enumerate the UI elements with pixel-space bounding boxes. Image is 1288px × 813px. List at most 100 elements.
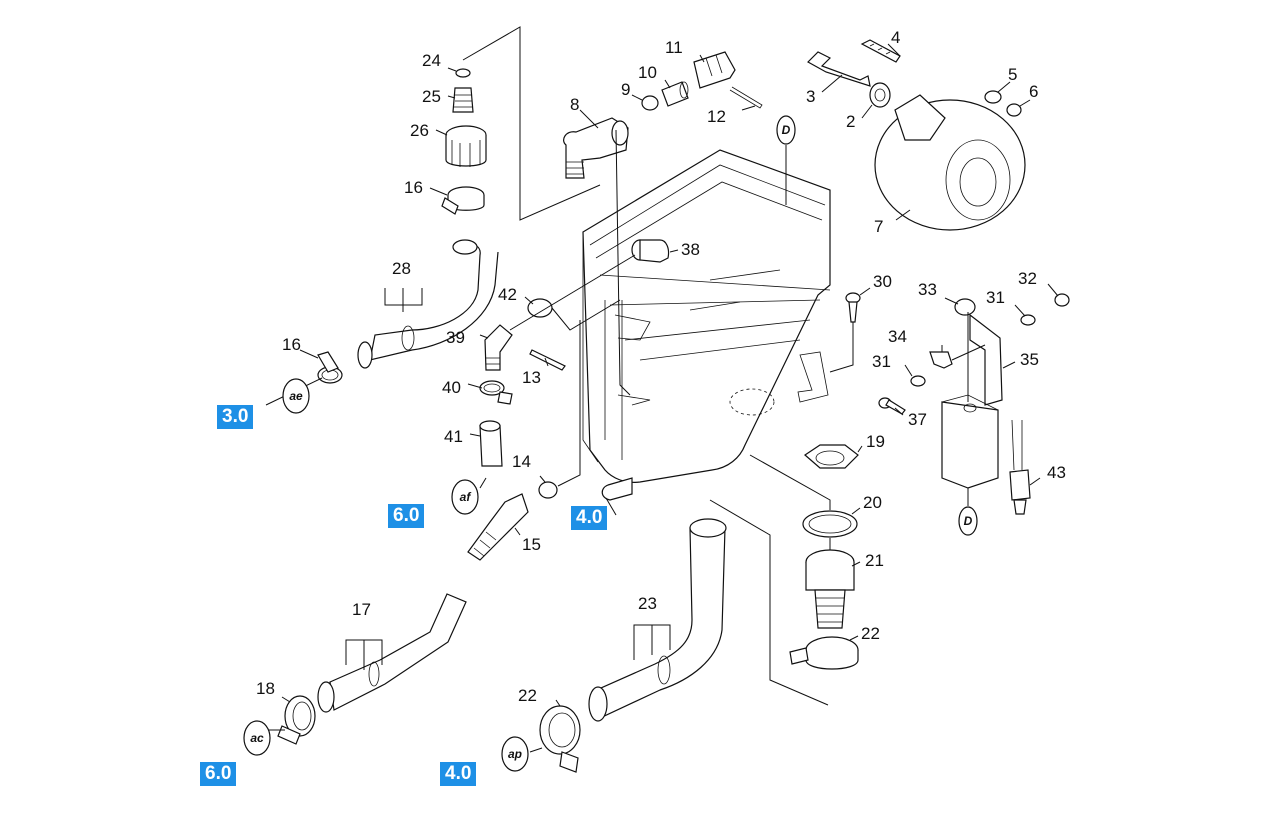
clip-34 bbox=[929, 351, 953, 369]
nut-6 bbox=[1006, 103, 1022, 117]
part-label-31-lower[interactable]: 31 bbox=[872, 352, 891, 371]
hose-28 bbox=[357, 239, 499, 369]
hose-41 bbox=[479, 420, 503, 467]
part-label-18[interactable]: 18 bbox=[256, 679, 275, 698]
callout-af: af bbox=[451, 479, 479, 515]
callout-ap: ap bbox=[501, 736, 529, 772]
part-label-10[interactable]: 10 bbox=[638, 63, 657, 82]
callout-d-top: D bbox=[776, 115, 796, 145]
part-label-34[interactable]: 34 bbox=[888, 327, 907, 346]
washer-5 bbox=[984, 90, 1002, 104]
washer-31-top bbox=[1020, 314, 1036, 326]
elbow-8 bbox=[563, 117, 629, 179]
part-label-7[interactable]: 7 bbox=[874, 217, 883, 236]
page-ref-4-0-lower[interactable]: 4.0 bbox=[440, 762, 477, 786]
fitting-21 bbox=[805, 549, 855, 629]
part-label-11[interactable]: 11 bbox=[665, 38, 683, 57]
part-label-12[interactable]: 12 bbox=[707, 107, 726, 126]
part-label-24[interactable]: 24 bbox=[422, 51, 441, 70]
bracket-3 bbox=[807, 51, 871, 87]
part-label-40[interactable]: 40 bbox=[442, 378, 461, 397]
tank-body bbox=[582, 149, 831, 501]
page-ref-6-0-lower[interactable]: 6.0 bbox=[200, 762, 237, 786]
nut-32 bbox=[1054, 293, 1070, 307]
part-label-2[interactable]: 2 bbox=[846, 112, 855, 131]
hose-clamp-22-right bbox=[789, 636, 859, 670]
fitting-15 bbox=[467, 493, 529, 561]
part-label-31-top[interactable]: 31 bbox=[986, 288, 1005, 307]
pin-12 bbox=[729, 86, 763, 109]
part-label-43[interactable]: 43 bbox=[1047, 463, 1066, 482]
part-label-4[interactable]: 4 bbox=[891, 28, 900, 47]
part-label-42[interactable]: 42 bbox=[498, 285, 517, 304]
valve-11 bbox=[693, 51, 736, 89]
fitting-10 bbox=[661, 81, 689, 107]
part-label-37[interactable]: 37 bbox=[908, 410, 927, 429]
elbow-38 bbox=[631, 239, 670, 263]
part-number-labels: 24 25 26 16 28 16 8 9 10 11 12 4 3 2 5 6… bbox=[256, 28, 1066, 705]
callout-ac-text: ac bbox=[250, 731, 264, 745]
part-label-20[interactable]: 20 bbox=[863, 493, 882, 512]
part-label-41[interactable]: 41 bbox=[444, 427, 463, 446]
part-label-17[interactable]: 17 bbox=[352, 600, 371, 619]
sensor-43 bbox=[1009, 419, 1031, 515]
part-label-30[interactable]: 30 bbox=[873, 272, 892, 291]
bracket-35 bbox=[941, 313, 1003, 489]
hose-clamp-16-top bbox=[441, 186, 485, 215]
part-label-32[interactable]: 32 bbox=[1018, 269, 1037, 288]
nut-19 bbox=[804, 444, 859, 469]
callout-d-right: D bbox=[958, 506, 978, 536]
hose-clamp-22-lower bbox=[539, 705, 581, 773]
hose-clamp-40 bbox=[479, 380, 513, 405]
part-label-28[interactable]: 28 bbox=[392, 259, 411, 278]
part-label-23[interactable]: 23 bbox=[638, 594, 657, 613]
page-ref-3-0[interactable]: 3.0 bbox=[217, 405, 254, 429]
page-ref-6-0-upper[interactable]: 6.0 bbox=[388, 504, 425, 528]
part-label-26[interactable]: 26 bbox=[410, 121, 429, 140]
nut-26 bbox=[445, 125, 487, 167]
hose-clamp-18 bbox=[277, 695, 316, 745]
screw-37 bbox=[878, 397, 906, 415]
page-ref-4-0-upper[interactable]: 4.0 bbox=[571, 506, 608, 530]
washer-31-lower bbox=[910, 375, 926, 387]
part-label-6[interactable]: 6 bbox=[1029, 82, 1038, 101]
washer-42 bbox=[527, 298, 553, 318]
callout-d-top-text: D bbox=[782, 123, 791, 137]
callout-ac: ac bbox=[243, 720, 271, 756]
callout-ae: ae bbox=[282, 378, 310, 414]
nut-33 bbox=[954, 298, 976, 316]
part-label-38[interactable]: 38 bbox=[681, 240, 700, 259]
part-label-33[interactable]: 33 bbox=[918, 280, 937, 299]
part-label-19[interactable]: 19 bbox=[866, 432, 885, 451]
part-label-25[interactable]: 25 bbox=[422, 87, 441, 106]
part-label-22-lower[interactable]: 22 bbox=[518, 686, 537, 705]
gasket-20 bbox=[802, 510, 858, 538]
leader-lines bbox=[264, 26, 1059, 753]
part-label-14[interactable]: 14 bbox=[512, 452, 531, 471]
nut-9 bbox=[641, 95, 659, 111]
part-label-15[interactable]: 15 bbox=[522, 535, 541, 554]
part-label-9[interactable]: 9 bbox=[621, 80, 630, 99]
bearing-2 bbox=[869, 82, 891, 108]
part-label-22-right[interactable]: 22 bbox=[861, 624, 880, 643]
fitting-39 bbox=[484, 324, 513, 371]
screw-30 bbox=[845, 292, 861, 323]
pin-13 bbox=[529, 349, 566, 371]
part-label-13[interactable]: 13 bbox=[522, 368, 541, 387]
part-label-35[interactable]: 35 bbox=[1020, 350, 1039, 369]
part-label-39[interactable]: 39 bbox=[446, 328, 465, 347]
callout-af-text: af bbox=[460, 490, 472, 504]
part-label-21[interactable]: 21 bbox=[865, 551, 884, 570]
part-label-16-left[interactable]: 16 bbox=[282, 335, 301, 354]
part-label-16-top[interactable]: 16 bbox=[404, 178, 423, 197]
washer-14 bbox=[538, 481, 558, 499]
hose-clamp-16-left bbox=[317, 351, 343, 384]
wheel-7 bbox=[874, 94, 1026, 231]
part-label-8[interactable]: 8 bbox=[570, 95, 579, 114]
callout-ap-text: ap bbox=[508, 747, 522, 761]
part-label-3[interactable]: 3 bbox=[806, 87, 815, 106]
fitting-25 bbox=[452, 87, 474, 113]
part-label-5[interactable]: 5 bbox=[1008, 65, 1017, 84]
callout-d-right-text: D bbox=[964, 514, 973, 528]
